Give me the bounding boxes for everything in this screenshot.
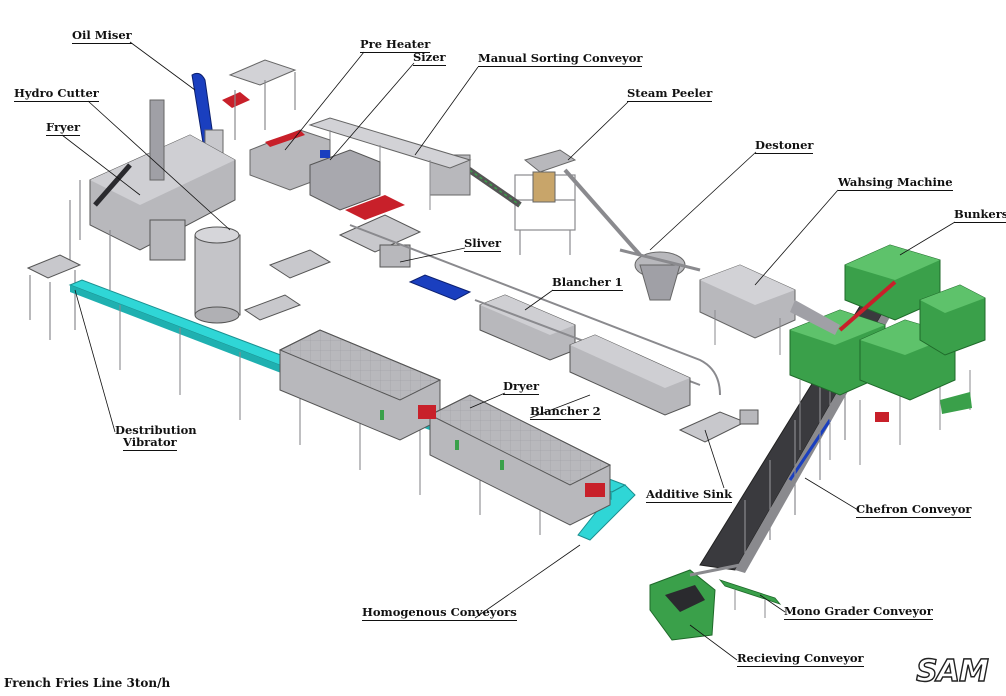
label-blancher-2: Blancher 2 — [530, 404, 601, 420]
blancher-2 — [349, 224, 721, 416]
label-steam-peeler: Steam Peeler — [627, 86, 713, 102]
label-sizer: Sizer — [413, 50, 446, 66]
additive-sink — [678, 409, 759, 443]
distribution-vibrator — [26, 254, 82, 340]
label-manual-sorting-conveyor: Manual Sorting Conveyor — [478, 51, 643, 67]
receiving-conveyor — [649, 563, 741, 641]
dryer — [278, 329, 612, 526]
washing-machine — [699, 264, 840, 355]
sliver — [243, 214, 422, 321]
label-washing-machine: Wahsing Machine — [838, 175, 953, 191]
label-destoner: Destoner — [755, 138, 814, 154]
label-blancher-1: Blancher 1 — [552, 275, 623, 291]
bunkers — [789, 244, 986, 465]
label-fryer: Fryer — [46, 120, 81, 136]
company-logo: SAM — [902, 652, 1002, 692]
label-pre-heater: Pre Heater — [360, 37, 431, 53]
label-receiving-conveyor: Recieving Conveyor — [737, 651, 864, 667]
sizer — [309, 149, 405, 220]
label-chefron-conveyor: Chefron Conveyor — [856, 502, 972, 518]
label-bunkers: Bunkers — [954, 208, 1006, 223]
steam-peeler — [429, 149, 642, 257]
label-dryer: Dryer — [503, 379, 540, 395]
leader-lines — [61, 41, 956, 661]
blue-conveyor — [408, 274, 472, 301]
figure-caption: French Fries Line 3ton/h — [4, 676, 171, 690]
label-distribution-vibrator-line2: Vibrator — [123, 435, 177, 451]
label-sliver: Sliver — [464, 236, 502, 252]
hydro-cutter — [149, 219, 241, 324]
label-homogenous-conveyors: Homogenous Conveyors — [362, 605, 517, 621]
label-distribution-vibrator-line1: Destribution — [115, 423, 197, 437]
label-oil-miser: Oil Miser — [72, 28, 132, 44]
logo-text: SAM — [915, 653, 989, 689]
destoner — [619, 248, 701, 301]
label-additive-sink: Additive Sink — [646, 487, 733, 503]
label-hydro-cutter: Hydro Cutter — [14, 86, 99, 102]
mono-grader-conveyor — [718, 579, 782, 618]
label-mono-grader-conveyor: Mono Grader Conveyor — [784, 604, 933, 620]
